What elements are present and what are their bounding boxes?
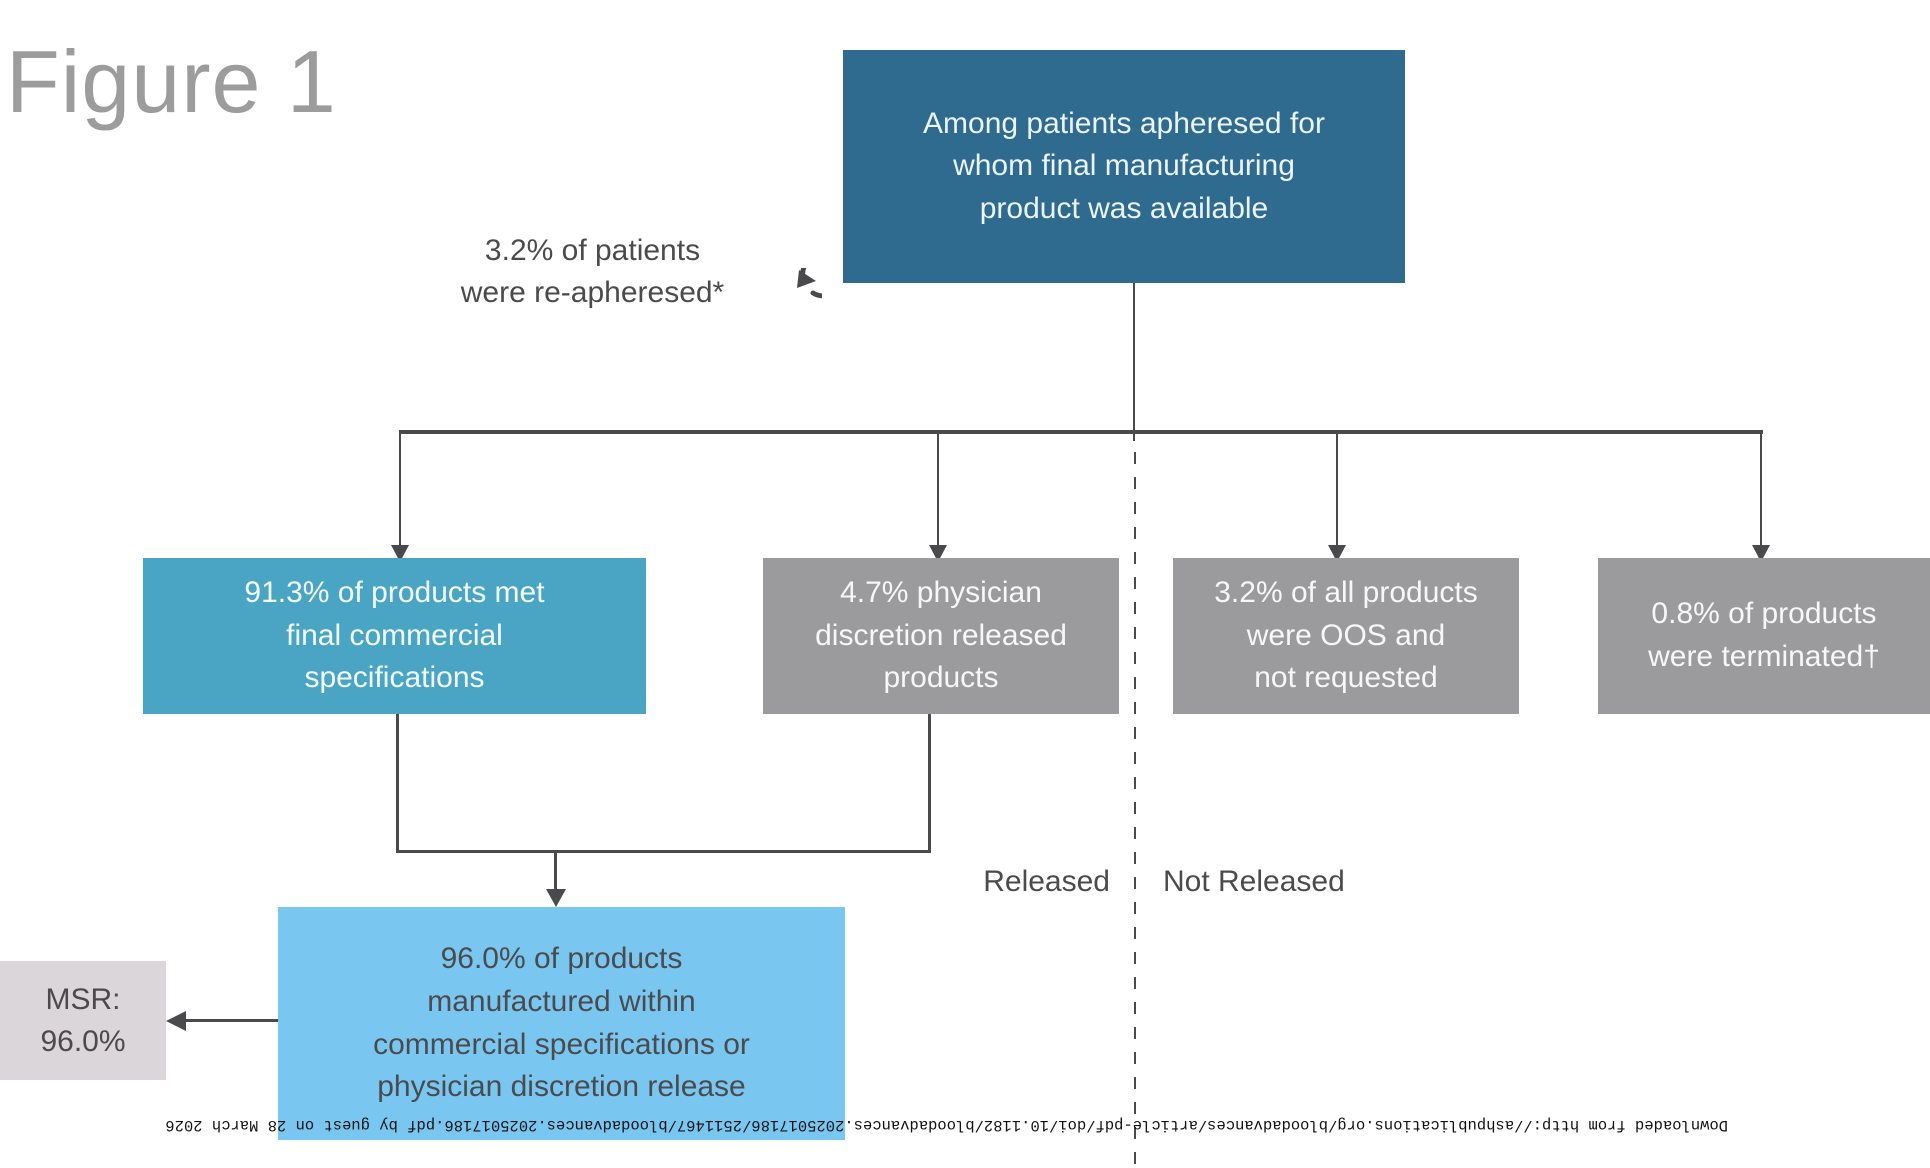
connector-drop-4 xyxy=(1760,434,1762,546)
outcome-box-met-final-specs: 91.3% of products met final commercial s… xyxy=(143,558,646,714)
arrowhead-down-2 xyxy=(929,545,947,562)
msr-box-text: MSR: 96.0% xyxy=(40,982,126,1058)
connector-join-drop xyxy=(554,852,557,890)
arrowhead-down-combined xyxy=(546,889,566,907)
arrowhead-left-msr xyxy=(166,1011,186,1031)
outcome-box-physician-discretion: 4.7% physician discretion released produ… xyxy=(763,558,1119,714)
released-label: Released xyxy=(983,865,1110,898)
reapheresis-note: 3.2% of patients were re-apheresed* xyxy=(460,234,725,309)
outcome-box-met-final-specs-text: 91.3% of products met final commercial s… xyxy=(244,576,545,695)
download-watermark: Downloaded from http://ashpublications.o… xyxy=(165,1116,1728,1134)
connector-drop-2 xyxy=(937,434,939,546)
root-box: Among patients apheresed for whom final … xyxy=(843,50,1405,283)
msr-box: MSR: 96.0% xyxy=(0,961,166,1080)
outcome-box-oos-not-requested-text: 3.2% of all products were OOS and not re… xyxy=(1214,576,1478,695)
outcome-box-terminated: 0.8% of products were terminated† xyxy=(1598,558,1930,714)
outcome-box-terminated-text: 0.8% of products were terminated† xyxy=(1648,597,1880,673)
combined-release-box: 96.0% of products manufactured within co… xyxy=(278,907,845,1140)
connector-msr-line xyxy=(185,1019,278,1022)
combined-release-box-text: 96.0% of products manufactured within co… xyxy=(373,942,750,1104)
arrowhead-down-3 xyxy=(1328,545,1346,562)
connector-root-vertical xyxy=(1133,283,1135,441)
arrowhead-down-4 xyxy=(1752,545,1770,562)
arrowhead-down-1 xyxy=(391,545,409,562)
figure-title: Figure 1 xyxy=(6,32,337,131)
outcome-box-oos-not-requested: 3.2% of all products were OOS and not re… xyxy=(1173,558,1519,714)
outcome-box-physician-discretion-text: 4.7% physician discretion released produ… xyxy=(815,576,1067,695)
connector-join-horizontal xyxy=(396,850,931,853)
release-divider-dashed-line xyxy=(1134,452,1136,1168)
connector-drop-1 xyxy=(399,434,401,546)
not-released-label: Not Released xyxy=(1163,865,1345,898)
refresh-icon xyxy=(797,268,822,299)
root-box-text: Among patients apheresed for whom final … xyxy=(923,106,1325,225)
connector-discretion-to-join xyxy=(928,714,931,853)
connector-drop-3 xyxy=(1336,434,1338,546)
connector-teal-to-join xyxy=(396,714,399,853)
connector-horizontal xyxy=(399,430,1763,434)
